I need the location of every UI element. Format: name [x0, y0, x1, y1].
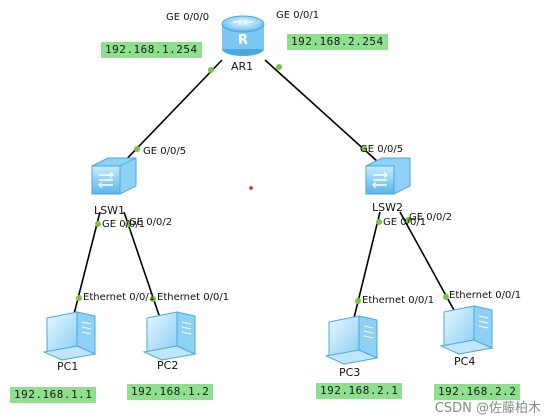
- ip-label-pc2: 192.168.1.2: [127, 384, 214, 400]
- ip-label-pc3: 192.168.2.1: [316, 383, 403, 399]
- ip-label-gateway1: 192.168.1.254: [101, 42, 202, 58]
- link-dots: [76, 64, 449, 304]
- port-label-pc4: Ethernet 0/0/1: [449, 290, 522, 301]
- ip-label-pc4: 192.168.2.2: [434, 384, 521, 400]
- port-label-pc2: Ethernet 0/0/1: [157, 292, 230, 303]
- port-label-ar1-g000: GE 0/0/0: [166, 12, 210, 23]
- port-label-ar1-g001: GE 0/0/1: [276, 10, 320, 21]
- device-name-pc1: PC1: [57, 360, 79, 373]
- device-name-ar1: AR1: [231, 60, 254, 73]
- switch-icon[interactable]: [91, 157, 137, 195]
- device-name-lsw1: LSW1: [94, 204, 125, 217]
- device-name-pc3: PC3: [339, 366, 361, 379]
- port-label-lsw1-p1: GE 0/0/1: [102, 219, 146, 230]
- link-ar1-lsw2: [264, 59, 379, 163]
- port-label-lsw2-p1: GE 0/0/1: [383, 217, 427, 228]
- pc-icon[interactable]: [324, 315, 379, 365]
- port-label-lsw2-p2: GE 0/0/2: [409, 212, 453, 223]
- ip-label-gateway2: 192.168.2.254: [287, 34, 388, 50]
- port-label-lsw2-up: GE 0/0/5: [360, 144, 404, 155]
- svg-text:R: R: [238, 33, 248, 48]
- switch-icon[interactable]: [365, 157, 411, 195]
- pc-icon[interactable]: [42, 311, 97, 361]
- port-label-lsw1-up: GE 0/0/5: [143, 146, 187, 157]
- watermark: CSDN @佐藤柏木: [434, 401, 541, 416]
- device-name-lsw2: LSW2: [372, 201, 403, 214]
- router-icon[interactable]: R: [221, 15, 265, 56]
- pc-icon[interactable]: [142, 311, 197, 361]
- ip-label-pc1: 192.168.1.1: [10, 387, 97, 403]
- port-label-pc3: Ethernet 0/0/1: [362, 295, 435, 306]
- device-name-pc2: PC2: [157, 359, 179, 372]
- pc-icon[interactable]: [439, 305, 494, 355]
- port-label-lsw1-p2: GE 0/0/2: [129, 217, 173, 228]
- device-name-pc4: PC4: [454, 355, 476, 368]
- marker-dot: [249, 186, 253, 190]
- port-label-pc1: Ethernet 0/0/1: [83, 292, 156, 303]
